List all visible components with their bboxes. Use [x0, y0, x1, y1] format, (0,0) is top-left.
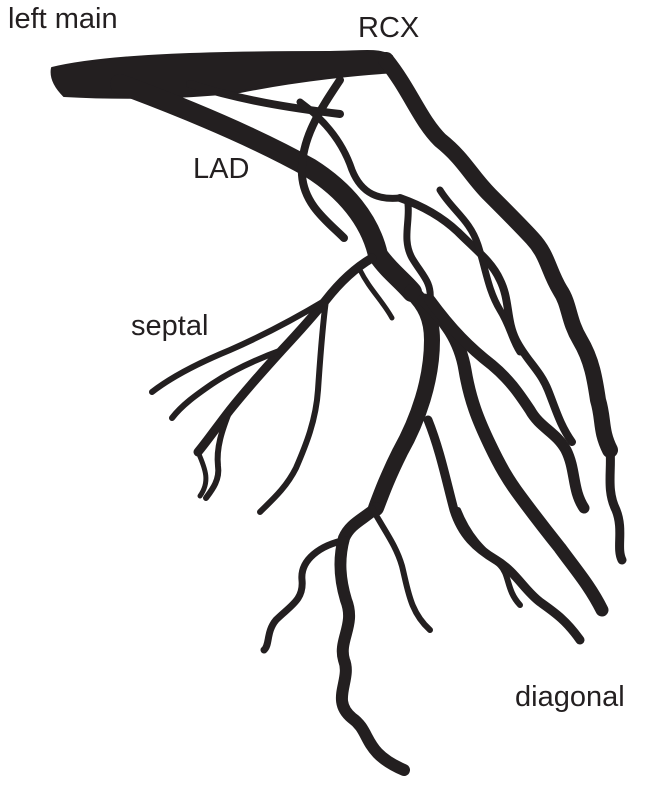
label-rcx: RCX — [358, 14, 419, 43]
vessel-septal-4 — [198, 452, 206, 496]
label-lad: LAD — [193, 155, 249, 184]
label-diagonal: diagonal — [515, 683, 625, 712]
vessel-lad-mid — [376, 292, 432, 508]
vessel-lad-distal-branch-2 — [372, 508, 430, 630]
vessel-rcx-distal — [610, 450, 622, 560]
vessel-diagonal-3 — [428, 420, 580, 640]
vessel-diagonal-4 — [458, 510, 520, 605]
label-left-main: left main — [8, 5, 118, 34]
vessel-lad-loop-2 — [300, 102, 400, 198]
label-septal: septal — [131, 312, 208, 341]
vessel-lad-distal-branch — [264, 540, 346, 650]
